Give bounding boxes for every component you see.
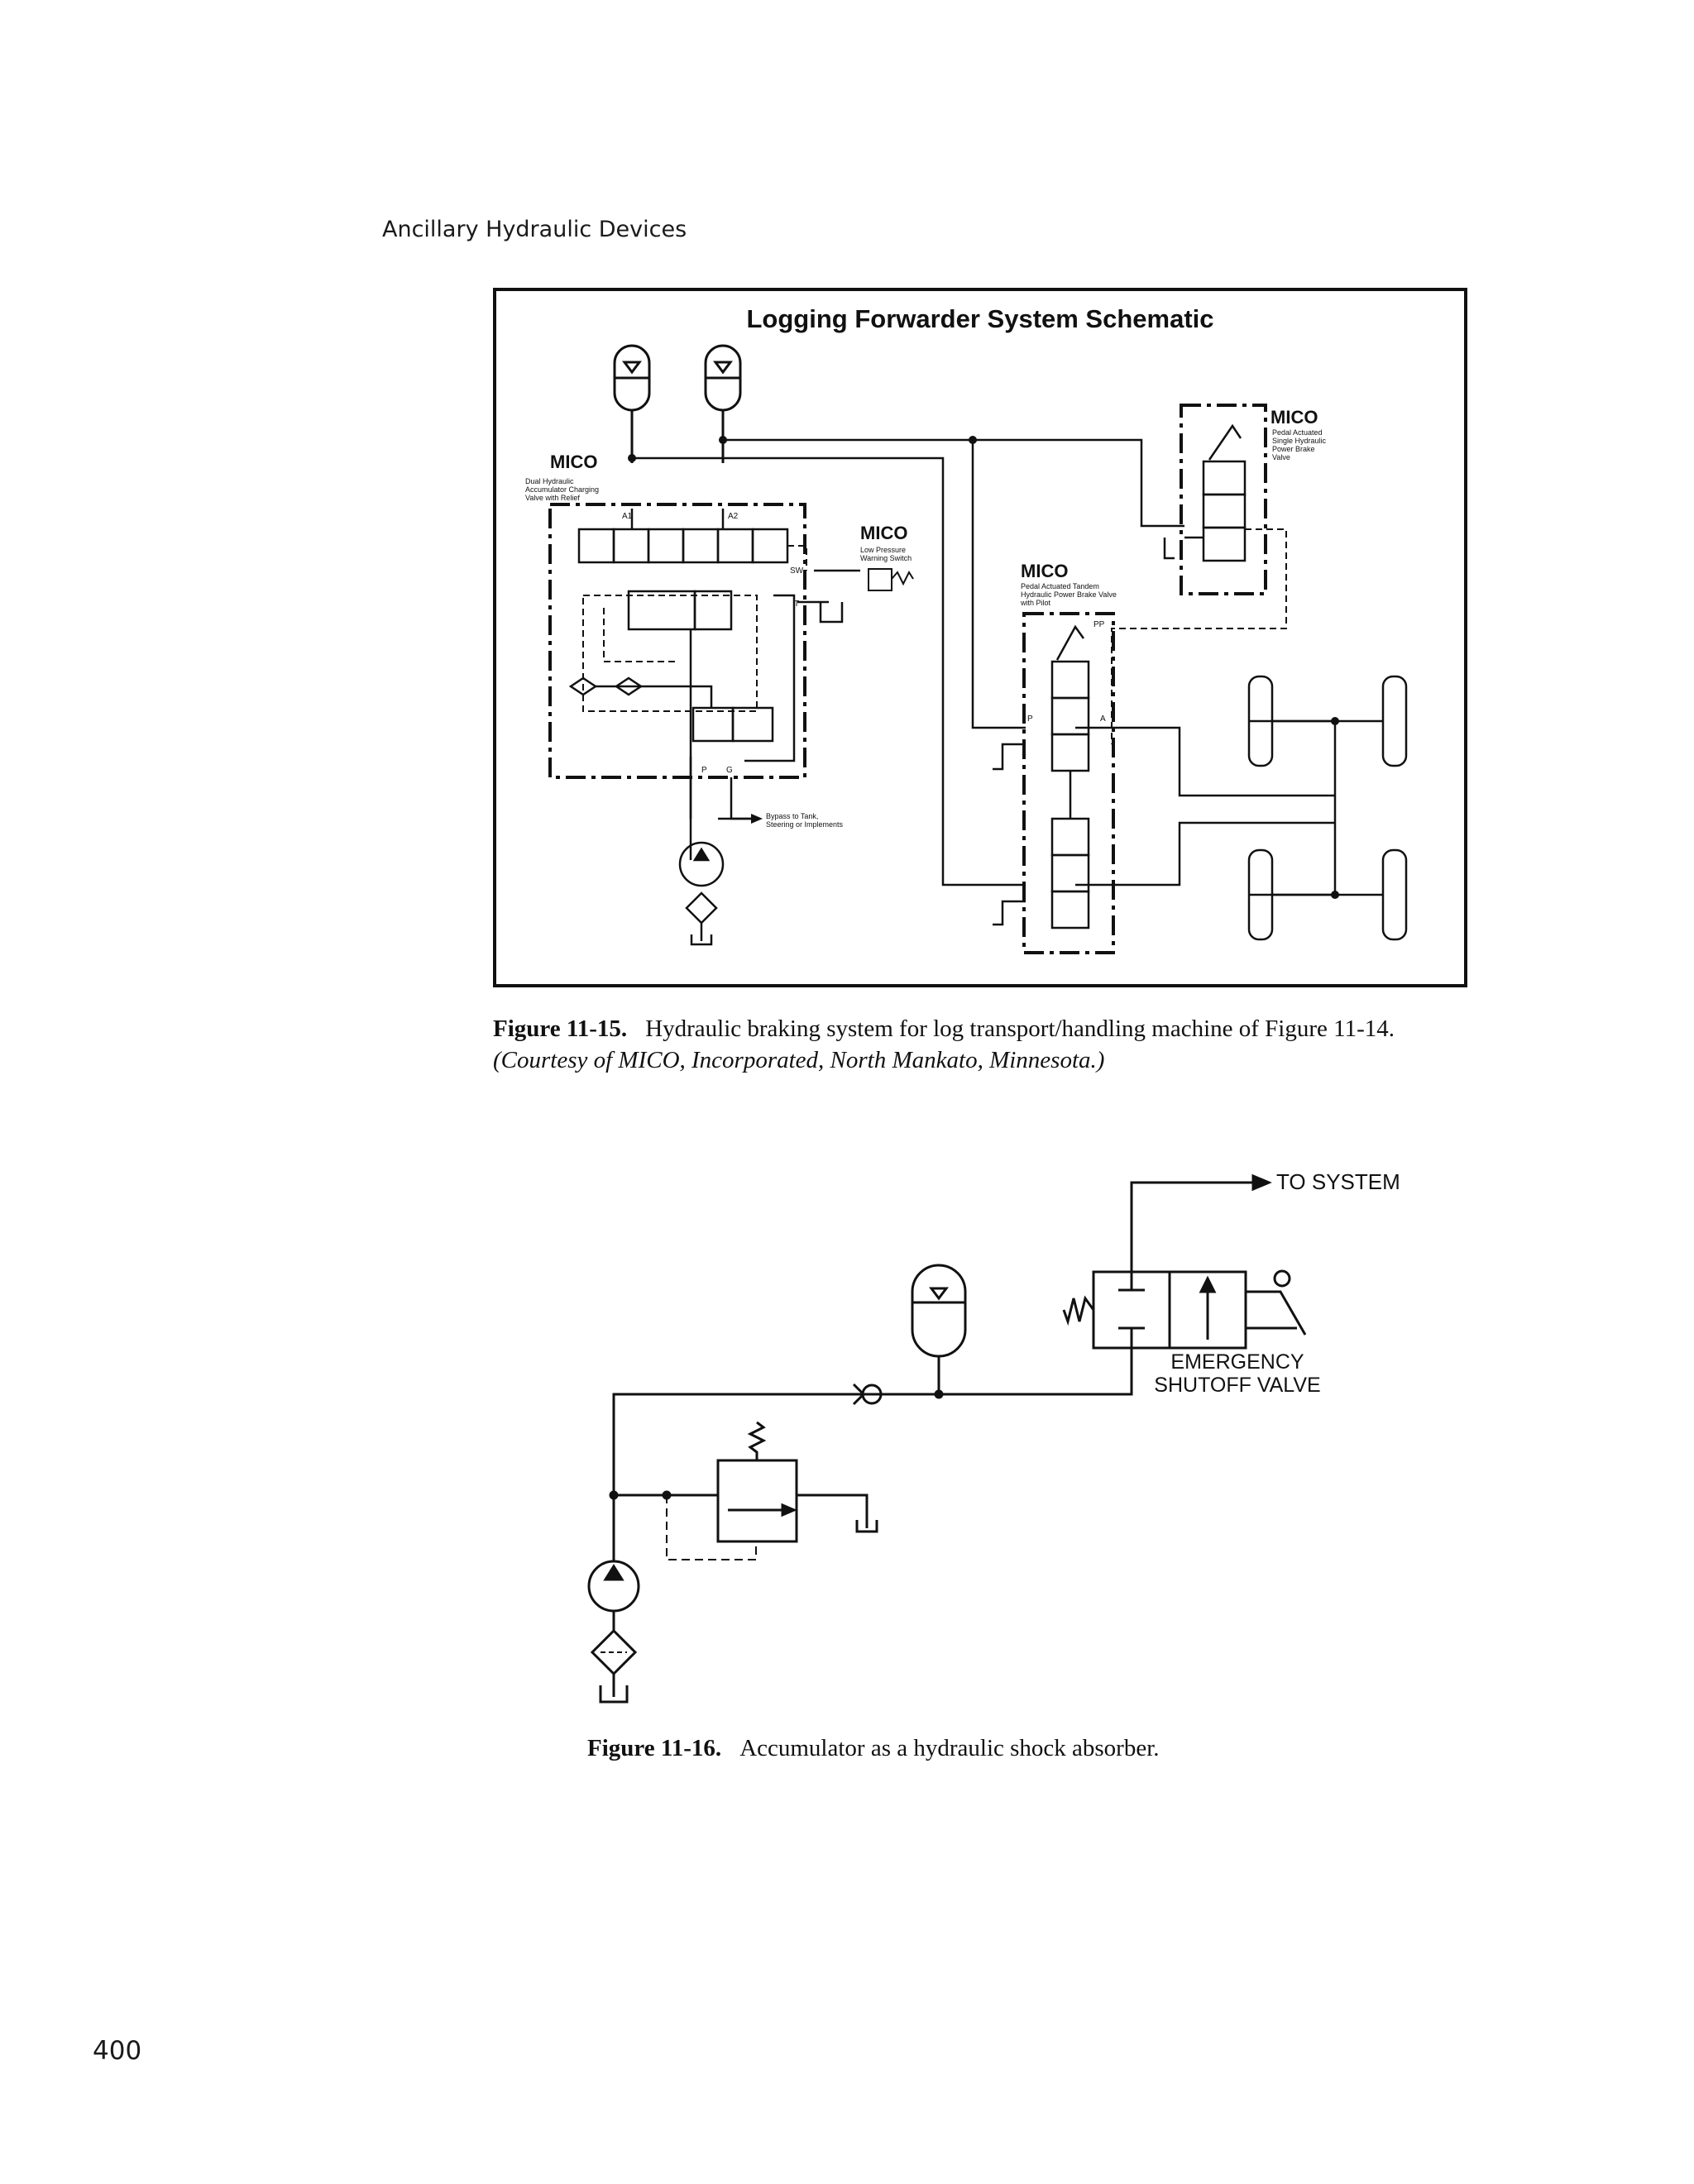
bypass-label-2: Steering or Implements [766, 820, 844, 829]
shutoff-valve-label: SHUTOFF VALVE [1154, 1374, 1320, 1397]
mico-logo-switch: MICO [860, 523, 907, 543]
tandem-port-pp: PP [1093, 620, 1105, 629]
figure-11-16-number: Figure 11-16. [587, 1735, 722, 1761]
port-p-label: P [701, 766, 707, 775]
accumulator-a2-symbol [704, 344, 742, 463]
shutoff-valve-right-envelope [1168, 1270, 1247, 1350]
accumulator-a1-symbol [613, 344, 651, 463]
mico-logo-single: MICO [1270, 407, 1318, 428]
port-g-label: G [726, 766, 733, 775]
supply-lines [632, 438, 1337, 896]
single-label-3: Power Brake [1272, 445, 1315, 453]
mico-logo-dual: MICO [550, 452, 597, 472]
check-valve-symbol [852, 1383, 883, 1406]
dual-valve-label-1: Dual Hydraulic [525, 477, 574, 485]
figure-11-15-caption: Figure 11-15. Hydraulic braking system fo… [493, 1016, 1395, 1043]
tandem-brake-valve: P A PP [993, 612, 1115, 954]
figure-11-16-diagram: TO SYSTEM EMERGENCY SHUTOFF VALVE [587, 1169, 1400, 1704]
figure-11-16-caption-text: Accumulator as a hydraulic shock absorbe… [739, 1735, 1160, 1761]
dual-valve-label-3: Valve with Relief [525, 494, 580, 502]
single-brake-valve [1111, 404, 1287, 744]
figure-11-15-number: Figure 11-15. [493, 1016, 628, 1042]
tandem-label-1: Pedal Actuated Tandem [1021, 582, 1099, 590]
port-a2-label: A2 [728, 512, 739, 521]
dual-charging-valve: A1 A2 SW T P G [548, 503, 860, 779]
bypass-label-1: Bypass to Tank, [766, 812, 818, 820]
single-label-1: Pedal Actuated [1272, 428, 1323, 437]
tandem-label-2: Hydraulic Power Brake Valve [1021, 590, 1117, 599]
figure-11-15-schematic: A1 A2 SW T P G MICO Dual Hydraulic Accum… [493, 288, 1467, 987]
page-number: 400 [93, 2036, 142, 2066]
wheel-brake-symbols [1247, 675, 1408, 941]
hydraulic-pump-symbol [678, 841, 725, 946]
switch-label-1: Low Pressure [860, 546, 906, 554]
figure-11-16-caption: Figure 11-16. Accumulator as a hydraulic … [587, 1735, 1160, 1762]
port-sw-label: SW [790, 566, 804, 576]
figure-11-15-credit: (Courtesy of MICO, Incorporated, North M… [493, 1047, 1105, 1073]
bypass-arrow [751, 814, 763, 824]
to-system-label: TO SYSTEM [1276, 1169, 1400, 1194]
accumulator-symbol [911, 1264, 967, 1358]
figure-11-15-title: Logging Forwarder System Schematic [746, 304, 1214, 333]
tandem-port-p: P [1027, 714, 1033, 724]
to-system-arrow [1251, 1173, 1272, 1192]
port-a1-label: A1 [622, 512, 633, 521]
low-pressure-switch-symbol [868, 568, 914, 591]
tandem-label-3: with Pilot [1020, 599, 1051, 607]
mico-logo-tandem: MICO [1021, 561, 1068, 581]
relief-valve-symbol [716, 1459, 798, 1543]
running-head: Ancillary Hydraulic Devices [382, 217, 687, 242]
switch-label-2: Warning Switch [860, 554, 912, 562]
tandem-port-a: A [1100, 714, 1106, 724]
single-label-2: Single Hydraulic [1272, 437, 1327, 445]
dual-valve-label-2: Accumulator Charging [525, 485, 599, 494]
single-label-4: Valve [1272, 453, 1290, 461]
figure-11-15-caption-text: Hydraulic braking system for log transpo… [645, 1016, 1395, 1042]
port-t-label: T [794, 600, 799, 609]
emergency-label: EMERGENCY [1170, 1350, 1304, 1374]
